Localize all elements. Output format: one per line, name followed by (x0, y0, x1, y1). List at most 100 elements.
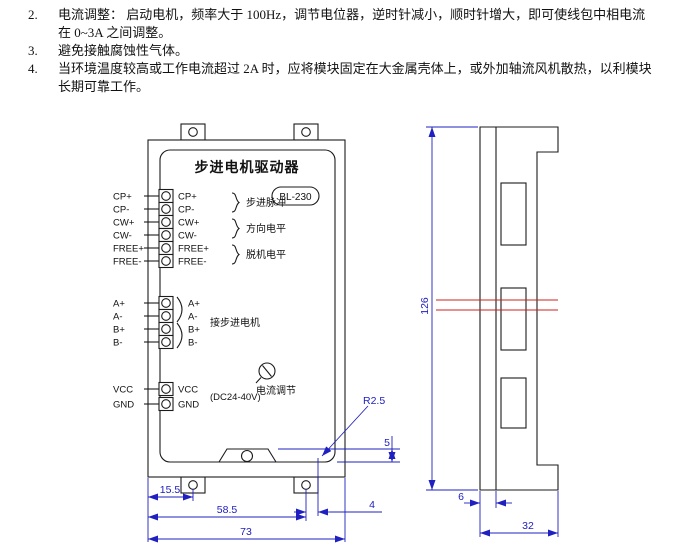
dimension-73: 73 (148, 526, 345, 543)
terminal-label-inner: A- (188, 312, 198, 323)
mounting-tab-top-left (180, 123, 206, 141)
dimension-value: 4 (369, 499, 375, 511)
screw-terminal-icon (161, 399, 171, 409)
note-line: 当环境温度较高或工作电流超过 2A 时，应将模块固定在大金属壳体上，或外加轴流风… (58, 61, 652, 76)
note-number: 3. (28, 43, 38, 58)
terminal-row: CP- CP- (113, 201, 194, 217)
dimension-15-5: 15.5 (148, 484, 193, 501)
terminal-label-outer: CW- (113, 231, 132, 242)
model-label: BL-230 (279, 192, 312, 203)
screw-terminal-icon (161, 243, 171, 253)
note-number: 2. (28, 7, 38, 22)
dimension-58-5: 58.5 (148, 504, 306, 521)
dimension-value: 126 (419, 297, 431, 315)
vent-slot (500, 287, 527, 351)
note-item-2: 2. 电流调整： 启动电机，频率大于 100Hz，调节电位器，逆时针减小，顺时针… (28, 6, 678, 42)
annotation-offline-level: 脱机电平 (246, 248, 286, 261)
note-line: 在 0~3A 之间调整。 (58, 25, 172, 40)
coil-winding-icon (176, 322, 183, 349)
terminal-label-outer: FREE- (113, 257, 142, 268)
mount-hole-icon (188, 127, 198, 137)
dimension-value: 32 (522, 520, 534, 532)
terminal-label-outer: B+ (113, 325, 125, 336)
brace-icon (231, 218, 240, 239)
note-body: 当环境温度较高或工作电流超过 2A 时，应将模块固定在大金属壳体上，或外加轴流风… (58, 60, 678, 96)
dimension-r2-5: R2.5 (321, 395, 385, 457)
potentiometer: 电流调节 (255, 362, 296, 397)
screw-terminal-icon (161, 204, 171, 214)
screw-terminal-icon (161, 311, 171, 321)
terminal-label-outer: A+ (113, 299, 125, 310)
dimension-value: R2.5 (363, 395, 385, 407)
potentiometer-knob-icon (258, 362, 276, 380)
terminal-row: CP+ CP+ (113, 188, 197, 204)
terminal-label-outer: CW+ (113, 218, 135, 229)
terminal-label-outer: B- (113, 338, 123, 349)
screw-terminal-icon (161, 230, 171, 240)
terminal-label-inner: VCC (178, 385, 198, 396)
annotation-connect-motor: 接步进电机 (210, 316, 260, 329)
terminal-row: GND GND (113, 396, 199, 412)
terminal-row: VCC VCC (113, 381, 198, 397)
front-view: 步进电机驱动器 BL-230 CP+ CP+ CP- (113, 123, 346, 494)
model-badge: BL-230 (271, 186, 320, 206)
brace-icon (231, 192, 240, 213)
screw-terminal-icon (161, 384, 171, 394)
terminal-label-outer: VCC (113, 385, 133, 396)
module-title: 步进电机驱动器 (195, 159, 300, 175)
bottom-center-tab (218, 448, 277, 463)
screw-terminal-icon (161, 337, 171, 347)
terminal-label-inner: CP- (178, 205, 194, 216)
note-item-3: 3. 避免接触腐蚀性气体。 (28, 42, 678, 60)
terminal-label-inner: CP+ (178, 192, 197, 203)
side-profile (479, 126, 559, 491)
terminal-label-outer: GND (113, 400, 134, 411)
terminal-label-inner: B+ (188, 325, 200, 336)
terminal-row: CW- CW- (113, 227, 197, 243)
annotation-direction-level: 方向电平 (246, 222, 286, 235)
side-view (436, 126, 559, 491)
mount-hole-icon (301, 127, 311, 137)
terminal-group-power: VCC VCC GND GND (DC24-40V) (113, 381, 261, 412)
terminal-label-outer: A- (113, 312, 123, 323)
dimension-32: 32 (480, 520, 558, 537)
dimension-value: 5 (384, 437, 390, 449)
vent-slot (500, 377, 527, 429)
screw-terminal-icon (161, 256, 171, 266)
screw-terminal-icon (161, 324, 171, 334)
dimensions: 15.5 58.5 73 4 5 (147, 126, 559, 543)
annotation-supply-voltage: (DC24-40V) (210, 392, 261, 403)
note-line: 长期可靠工作。 (58, 79, 150, 94)
terminal-label-inner: CW- (178, 231, 197, 242)
note-body: 电流调整： 启动电机，频率大于 100Hz，调节电位器，逆时针减小，顺时针增大，… (58, 6, 678, 42)
dimension-5: 5 (384, 436, 396, 462)
note-number: 4. (28, 61, 38, 76)
mounting-tab-top-right (293, 123, 319, 141)
terminal-label-inner: B- (188, 338, 198, 349)
terminal-row: FREE+ FREE+ (113, 240, 209, 256)
terminal-group-io: CP+ CP+ CP- CP- CW+ CW+ (113, 188, 286, 269)
mount-hole-icon (240, 449, 254, 463)
vent-slot (500, 182, 527, 246)
terminal-row: CW+ CW+ (113, 214, 200, 230)
terminal-row: B- B- (113, 334, 198, 350)
terminal-label-inner: A+ (188, 299, 200, 310)
dimension-4: 4 (294, 499, 382, 516)
note-line: 避免接触腐蚀性气体。 (58, 43, 189, 58)
dimension-value: 58.5 (217, 504, 238, 516)
dimension-126: 126 (419, 127, 436, 490)
coil-winding-icon (176, 296, 183, 323)
brace-icon (231, 244, 240, 265)
terminal-row: FREE- FREE- (113, 253, 207, 269)
terminal-row: A- A- (113, 308, 198, 324)
note-line: 电流调整： 启动电机，频率大于 100Hz，调节电位器，逆时针减小，顺时针增大，… (58, 7, 646, 22)
note-body: 避免接触腐蚀性气体。 (58, 42, 678, 60)
dimension-value: 6 (458, 491, 464, 503)
annotation-step-pulse: 步进脉冲 (246, 196, 286, 209)
screw-terminal-icon (161, 217, 171, 227)
dimension-6: 6 (458, 491, 512, 507)
terminal-label-inner: GND (178, 400, 199, 411)
note-item-4: 4. 当环境温度较高或工作电流超过 2A 时，应将模块固定在大金属壳体上，或外加… (28, 60, 678, 96)
terminal-label-inner: CW+ (178, 218, 200, 229)
